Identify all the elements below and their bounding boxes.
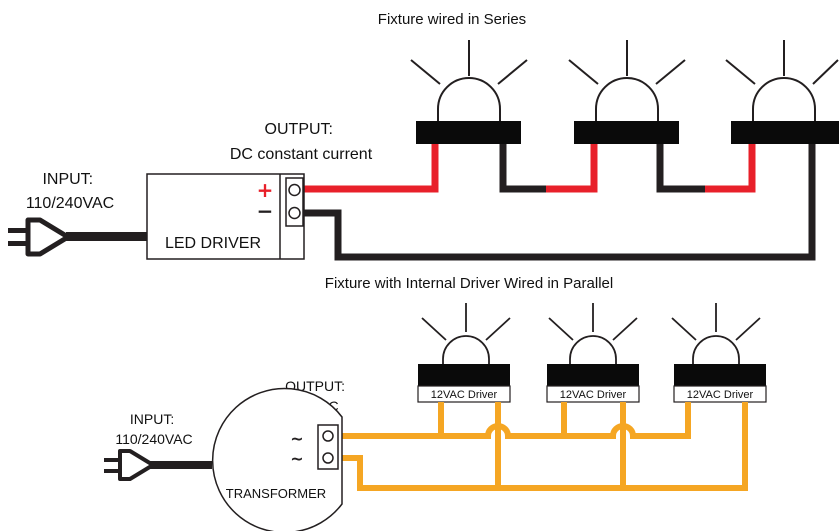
series-link-1-red	[546, 144, 598, 193]
series-fixture-3	[725, 40, 839, 144]
series-title: Fixture wired in Series	[378, 11, 526, 28]
fixture-base	[574, 121, 679, 144]
ac-symbol-lower: ~	[290, 449, 303, 468]
input-cable	[66, 232, 148, 241]
terminal-screw-upper	[322, 430, 334, 442]
light-rays	[410, 40, 528, 85]
parallel-title: Fixture with Internal Driver Wired in Pa…	[325, 275, 613, 292]
parallel-section: Fixture with Internal Driver Wired in Pa…	[104, 275, 767, 531]
series-link-2	[656, 144, 705, 193]
series-link-1	[499, 144, 546, 193]
led-driver-box: LED DRIVER + −	[146, 173, 305, 260]
series-input-label: INPUT: 110/240VAC	[26, 171, 114, 212]
transformer: TRANSFORMER ~ ~	[211, 387, 343, 531]
fixture-base	[418, 364, 510, 386]
ac-symbol-upper: ~	[290, 429, 303, 448]
negative-return-wire	[303, 144, 816, 261]
transformer-body	[211, 387, 343, 531]
series-output-label: OUTPUT: DC constant current	[230, 121, 373, 163]
fixture-driver-label: 12VAC Driver	[431, 389, 498, 401]
transformer-label: TRANSFORMER	[226, 486, 326, 501]
ac-bus-lower	[338, 402, 748, 491]
light-rays	[725, 40, 839, 85]
light-rays	[548, 303, 638, 341]
parallel-fixture-1: 12VAC Driver	[417, 303, 511, 403]
fixture-base	[416, 121, 521, 144]
series-section: Fixture wired in Series	[8, 11, 839, 261]
series-plug-icon	[8, 217, 148, 257]
parallel-fixture-3: 12VAC Driver	[671, 303, 767, 403]
input-cable	[150, 461, 212, 469]
fixture-driver-label: 12VAC Driver	[687, 389, 754, 401]
terminal-screw-positive	[288, 183, 301, 197]
bulb-dome	[692, 335, 740, 364]
parallel-input-label: INPUT: 110/240VAC	[115, 411, 192, 447]
terminal-screw-negative	[288, 206, 301, 220]
bulb-dome	[437, 77, 501, 121]
fixture-base	[674, 364, 766, 386]
bulb-dome	[595, 77, 659, 121]
fixture-base	[731, 121, 839, 144]
light-rays	[671, 303, 761, 341]
positive-wire	[303, 144, 439, 193]
fixture-base	[547, 364, 639, 386]
driver-label-box	[673, 385, 767, 403]
series-fixture-1	[410, 40, 528, 144]
parallel-plug-icon	[104, 449, 212, 481]
parallel-fixture-2: 12VAC Driver	[546, 303, 640, 403]
fixture-driver-label: 12VAC Driver	[560, 389, 627, 401]
ac-bus-upper	[338, 402, 691, 439]
plus-sign: +	[257, 178, 274, 202]
led-driver-label: LED DRIVER	[165, 235, 261, 252]
terminal-screw-lower	[322, 452, 334, 464]
driver-label-box	[417, 385, 511, 403]
light-rays	[568, 40, 686, 85]
light-rays	[421, 303, 511, 341]
bulb-dome	[442, 335, 490, 364]
bulb-dome	[752, 77, 816, 121]
bulb-dome	[569, 335, 617, 364]
series-fixture-2	[568, 40, 686, 144]
series-link-2-red	[705, 144, 756, 193]
driver-label-box	[546, 385, 640, 403]
minus-sign: −	[257, 199, 274, 223]
